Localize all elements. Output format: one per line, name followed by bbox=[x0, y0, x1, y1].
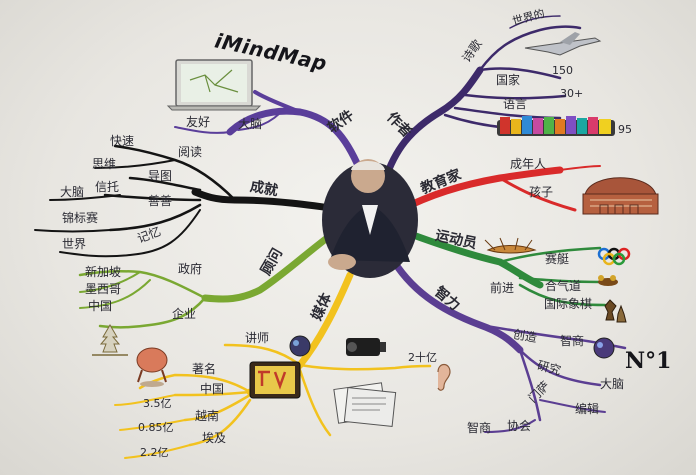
ear-icon bbox=[437, 363, 451, 391]
label-association: 协会 bbox=[507, 419, 532, 433]
newspapers-illustration bbox=[333, 382, 397, 427]
concert-hall-illustration bbox=[582, 177, 659, 215]
label-2b: 2十亿 bbox=[408, 351, 437, 364]
label-believe: 信托 bbox=[95, 180, 120, 194]
label-advisor-china: 中国 bbox=[88, 299, 113, 313]
label-mexico: 墨西哥 bbox=[85, 282, 122, 296]
label-95: 95 bbox=[618, 123, 632, 136]
label-350m: 3.5亿 bbox=[143, 397, 172, 410]
label-software-brain: 大脑 bbox=[238, 117, 263, 131]
label-lecturer: 讲师 bbox=[245, 331, 270, 345]
label-media-china: 中国 bbox=[200, 382, 225, 396]
video-camera-icon bbox=[346, 338, 386, 356]
rowing-illustration bbox=[484, 237, 537, 254]
label-fast: 快速 bbox=[110, 134, 135, 148]
label-220m: 2.2亿 bbox=[140, 446, 169, 459]
laptop-illustration bbox=[166, 59, 262, 111]
label-iq: 智商 bbox=[560, 334, 585, 348]
label-government: 政府 bbox=[178, 262, 203, 276]
label-language: 语言 bbox=[503, 97, 528, 111]
label-children: 孩子 bbox=[529, 185, 554, 199]
label-egypt: 埃及 bbox=[202, 431, 227, 445]
label-chess: 国际象棋 bbox=[544, 297, 593, 311]
label-30plus: 30+ bbox=[560, 87, 584, 100]
chess-icon bbox=[604, 299, 627, 323]
label-intellect-brain: 大脑 bbox=[600, 377, 625, 391]
branch-advisor bbox=[78, 221, 349, 329]
globe-icon bbox=[289, 335, 311, 357]
label-famous: 著名 bbox=[192, 362, 217, 376]
brain-figure-illustration bbox=[136, 347, 168, 387]
label-world: 世界 bbox=[62, 237, 87, 251]
globe-icon-2 bbox=[593, 337, 615, 359]
medals-illustration bbox=[598, 275, 618, 286]
label-85m: 0.85亿 bbox=[138, 421, 174, 434]
label-friendly: 友好 bbox=[186, 115, 211, 129]
label-forward: 前进 bbox=[490, 281, 515, 295]
number-one-label: N°1 bbox=[625, 348, 672, 374]
olympic-rings-icon bbox=[597, 247, 631, 266]
label-singapore: 新加坡 bbox=[85, 265, 122, 279]
branch-software bbox=[174, 90, 364, 174]
label-tournament: 锦标赛 bbox=[62, 211, 99, 225]
label-reading: 阅读 bbox=[178, 145, 203, 159]
label-150: 150 bbox=[552, 64, 573, 77]
label-rowing: 赛艇 bbox=[545, 252, 570, 266]
label-imaging: 导图 bbox=[148, 169, 173, 183]
label-country: 国家 bbox=[496, 73, 521, 87]
label-thinking: 思维 bbox=[92, 157, 117, 171]
label-aikido: 合气道 bbox=[545, 279, 582, 293]
branch-athlete bbox=[401, 228, 607, 307]
branch-education bbox=[396, 165, 601, 214]
concorde-illustration bbox=[524, 32, 602, 56]
label-adults: 成年人 bbox=[510, 157, 547, 171]
tv-illustration bbox=[249, 361, 301, 399]
label-studying: 善善 bbox=[148, 194, 173, 208]
branch-achievement bbox=[34, 144, 349, 258]
central-portrait bbox=[322, 159, 418, 278]
label-enterprise: 企业 bbox=[172, 307, 197, 321]
books-illustration bbox=[497, 116, 615, 136]
label-achievement-brain: 大脑 bbox=[60, 185, 85, 199]
label-vietnam: 越南 bbox=[195, 409, 220, 423]
pagoda-illustration bbox=[92, 324, 128, 356]
label-editor: 编辑 bbox=[575, 402, 600, 416]
label-iq-2: 智商 bbox=[467, 421, 492, 435]
label-create: 创造 bbox=[511, 327, 539, 345]
